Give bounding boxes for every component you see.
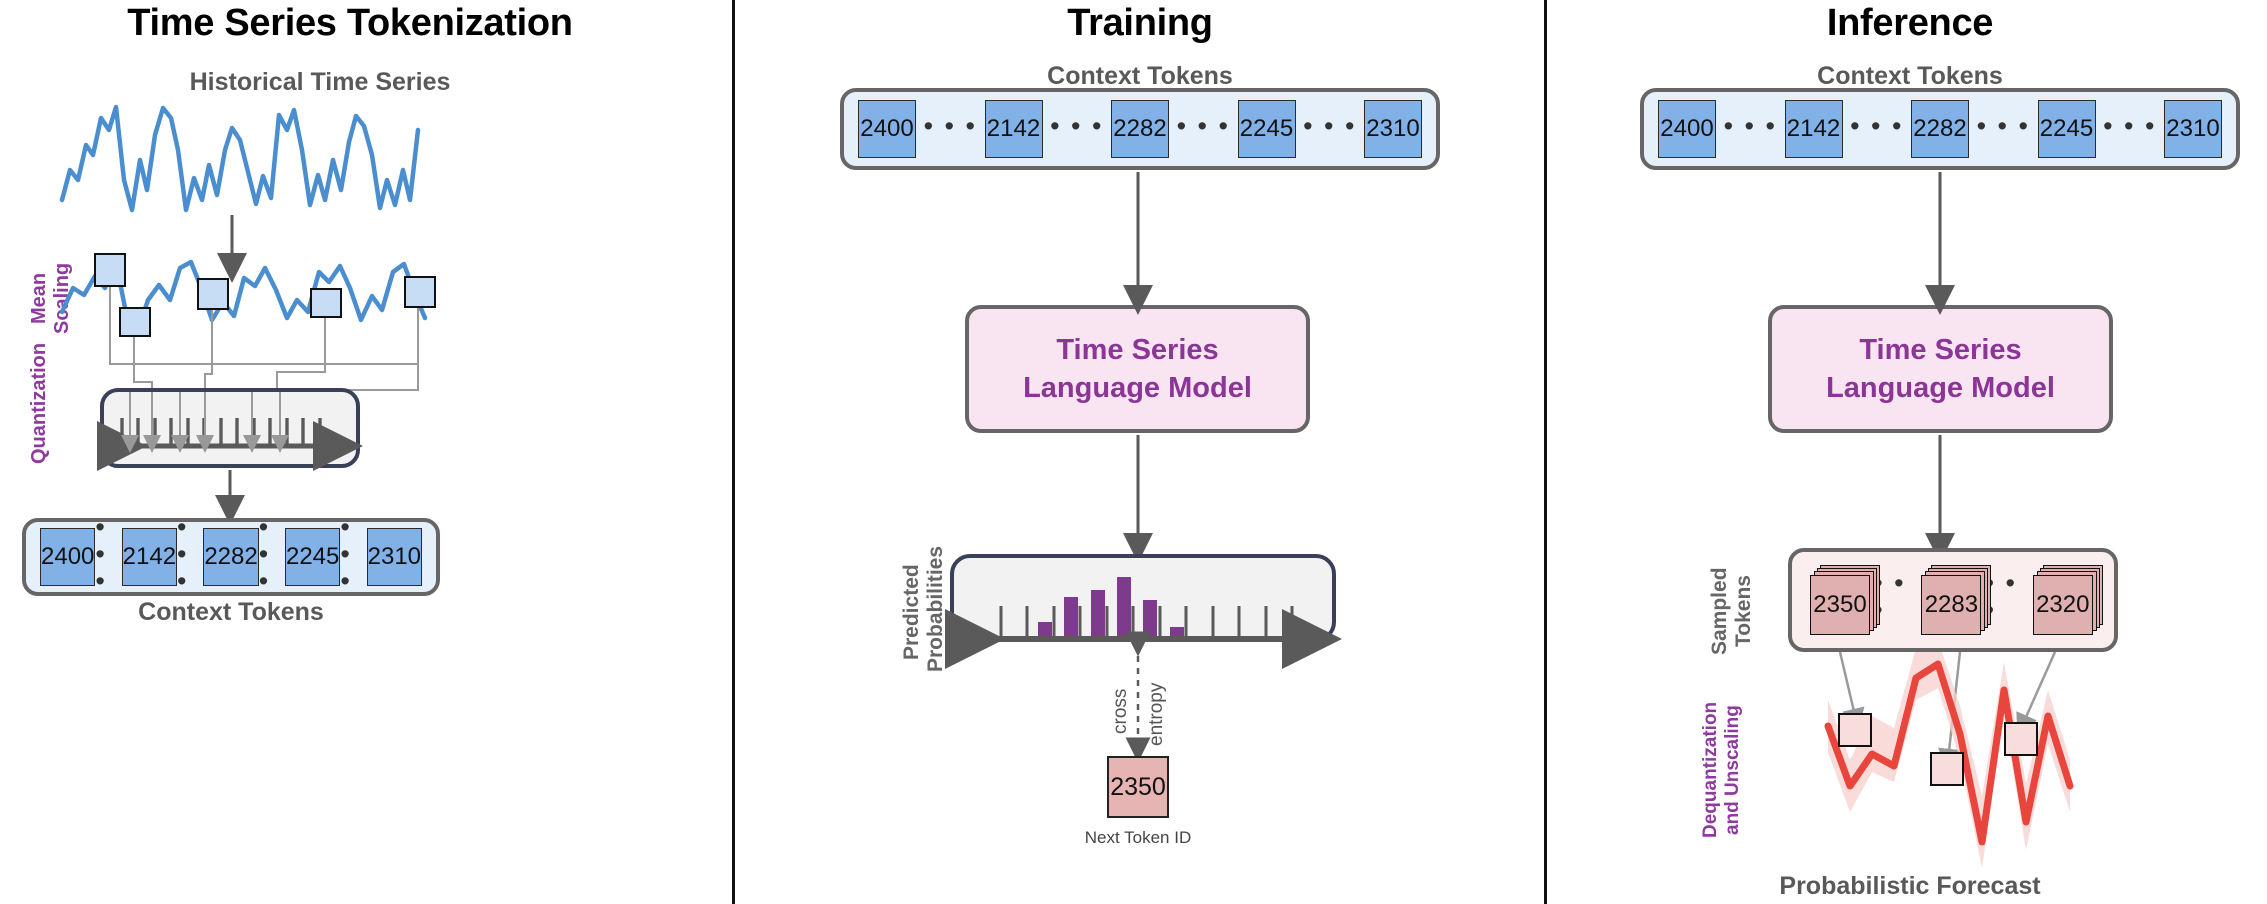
tokenization-graphics — [59, 104, 428, 525]
model-label-line2: Language Model — [1023, 372, 1252, 404]
ellipsis: • • • — [923, 110, 977, 141]
context-token[interactable]: 2142 — [1784, 100, 1843, 158]
ellipsis: • • • — [1873, 568, 1906, 624]
ellipsis: • • • — [1723, 110, 1777, 141]
forecast-median-line — [1824, 660, 2074, 846]
time-series-language-model-inference[interactable]: Time Series Language Model — [1768, 305, 2113, 433]
ellipsis: • • • — [177, 511, 189, 596]
ellipsis: • • • — [95, 511, 107, 596]
forecast-marker — [2004, 722, 2038, 756]
ellipsis: • • • — [1303, 110, 1357, 141]
panel-title-training: Training — [1067, 2, 1213, 44]
context-tokens-strip-tokenization: 2400 • • • 2142 • • • 2282 • • • 2245 • … — [22, 513, 440, 596]
ellipsis: • • • — [340, 511, 352, 596]
context-token[interactable]: 2282 — [1111, 100, 1169, 158]
context-tokens-caption-tokenization: Context Tokens — [138, 598, 324, 626]
ellipsis: • • • — [2103, 110, 2157, 141]
sample-patch — [404, 276, 436, 308]
panel-divider-1 — [732, 0, 735, 904]
sampled-token-value: 2350 — [1810, 575, 1870, 635]
context-token[interactable]: 2245 — [2037, 100, 2096, 158]
sample-patch — [310, 288, 342, 318]
sample-patch — [197, 278, 229, 310]
context-token[interactable]: 2310 — [2164, 100, 2222, 158]
time-series-language-model-training[interactable]: Time Series Language Model — [965, 305, 1310, 433]
context-token[interactable]: 2400 — [858, 100, 916, 158]
model-label-line1: Time Series — [1859, 333, 2022, 366]
context-tokens-caption-training: Context Tokens — [1047, 62, 1233, 90]
sample-patch — [119, 307, 151, 337]
next-token-box[interactable]: 2350 — [1107, 756, 1169, 818]
panel-title-tokenization: Time Series Tokenization — [127, 2, 573, 44]
historical-series-label: Historical Time Series — [189, 68, 451, 96]
context-token[interactable]: 2310 — [366, 528, 423, 586]
panel-title-inference: Inference — [1826, 2, 1994, 44]
sampled-token-stack[interactable]: 2350 — [1810, 565, 1880, 635]
context-token[interactable]: 2400 — [1658, 100, 1716, 158]
context-token[interactable]: 2310 — [1364, 100, 1422, 158]
mean-scaled-series-line — [59, 259, 428, 333]
context-token[interactable]: 2282 — [203, 528, 259, 586]
ellipsis: • • • — [1985, 568, 2018, 624]
context-token[interactable]: 2142 — [121, 528, 178, 586]
context-tokens-strip-training: 2400 • • • 2142 • • • 2282 • • • 2245 • … — [840, 88, 1440, 170]
context-token[interactable]: 2282 — [1911, 100, 1969, 158]
sampled-token-value: 2283 — [1921, 575, 1982, 635]
ellipsis: • • • — [1050, 110, 1104, 141]
sampled-token-stack[interactable]: 2283 — [1921, 565, 1992, 635]
next-token-caption: Next Token ID — [1084, 828, 1192, 847]
model-label-line1: Time Series — [1056, 333, 1219, 366]
panel-divider-2 — [1544, 0, 1547, 904]
historical-series-line — [59, 104, 421, 213]
context-tokens-strip-inference: 2400 • • • 2142 • • • 2282 • • • 2245 • … — [1640, 88, 2240, 170]
sampled-token-stack[interactable]: 2320 — [2032, 565, 2103, 635]
model-label-line2: Language Model — [1826, 372, 2055, 404]
sampled-token-value: 2320 — [2032, 575, 2093, 635]
forecast-uncertainty-band — [1828, 640, 2070, 868]
context-token[interactable]: 2400 — [40, 528, 96, 586]
sample-patch — [94, 253, 126, 287]
forecast-marker — [1838, 713, 1872, 747]
ellipsis: • • • — [1176, 110, 1230, 141]
context-tokens-caption-inference: Context Tokens — [1817, 62, 2003, 90]
context-token[interactable]: 2245 — [284, 528, 341, 586]
forecast-marker — [1930, 752, 1964, 786]
ellipsis: • • • — [258, 511, 271, 596]
context-token[interactable]: 2142 — [984, 100, 1043, 158]
ellipsis: • • • — [1976, 110, 2030, 141]
sampled-tokens-strip: 2350 • • • 2283 • • • 2320 — [1788, 548, 2118, 652]
context-token[interactable]: 2245 — [1237, 100, 1296, 158]
probabilistic-forecast-caption: Probabilistic Forecast — [1779, 872, 2041, 900]
ellipsis: • • • — [1850, 110, 1904, 141]
